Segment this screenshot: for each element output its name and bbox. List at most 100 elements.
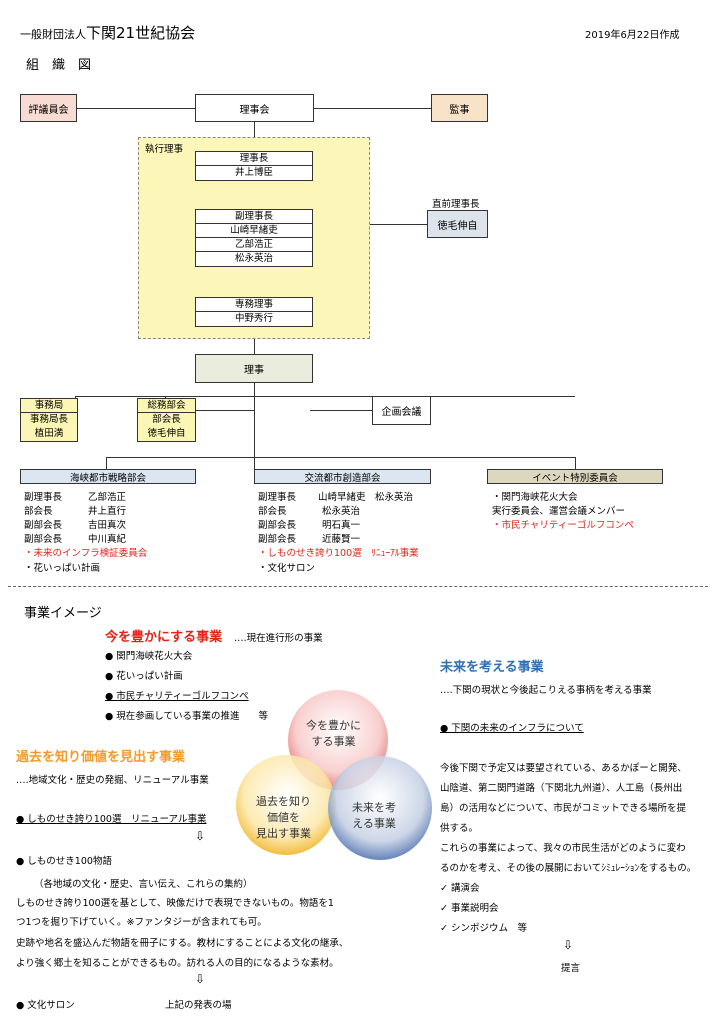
connector-line: [75, 396, 575, 397]
connector-line: [106, 457, 107, 469]
division-note: 実行委員会、運営会議メンバー: [492, 506, 626, 517]
member-name: 近藤賢一: [322, 534, 361, 545]
connector-line: [106, 457, 576, 458]
prior-chair-box: 徳毛伸自: [427, 210, 488, 238]
past-item: ● しものせき誇り100選 リニューアル事業: [16, 814, 207, 825]
connector-line: [254, 383, 255, 469]
connector-line: [196, 410, 254, 411]
connector-line: [314, 108, 431, 109]
member-role: 副部会長: [24, 520, 63, 531]
down-arrow-icon: ⇩: [195, 829, 206, 843]
now-item: ● 市民チャリティーゴルフコンペ: [105, 691, 249, 702]
future-check: ✓ 事業説明会: [440, 903, 499, 914]
down-arrow-icon: ⇩: [563, 938, 574, 952]
connector-line: [75, 396, 76, 398]
connector-line: [370, 224, 427, 225]
future-subtitle: ‥‥下関の現状と今後起こりえる事柄を考える事業: [440, 685, 652, 696]
past-subtitle: ‥‥地域文化・歴史の発掘、リニューアル事業: [16, 775, 209, 786]
member-role: 副部会長: [24, 534, 63, 545]
now-item: ● 現在参画している事業の推進 等: [105, 711, 269, 722]
member-name: 吉田真次: [88, 520, 127, 531]
future-line: 山陰道、第二関門道路（下関北九州道）、人工島（長州出: [440, 783, 683, 794]
vice-chair-box: 副理事長 山崎早緒吏 乙部浩正 松永英治: [195, 209, 313, 267]
secretariat-title: 事務局: [21, 399, 77, 413]
future-line: 今後下関で予定又は要望されている、あるかぽーと開発、: [440, 763, 687, 774]
venn-future-label: 未来を考 える事業: [352, 801, 396, 830]
section-divider: [8, 586, 708, 587]
senmu-name: 中野秀行: [234, 313, 273, 324]
member-role: 副理事長: [24, 492, 63, 503]
future-item: ● 下関の未来のインフラについて: [440, 723, 584, 734]
division-note: ・花いっぱい計画: [24, 563, 101, 574]
council-box: 評議員会: [20, 94, 77, 122]
now-subtitle: ‥‥現在進行形の事業: [234, 633, 323, 644]
general-affairs-name: 徳毛伸自: [147, 428, 186, 439]
past-item: ● しものせき100物語: [16, 856, 112, 867]
past-title: 過去を知り価値を見出す事業: [16, 750, 186, 765]
vice-name: 松永英治: [234, 253, 273, 264]
future-result: 提言: [561, 963, 581, 974]
division-header: 海峡都市戦略部会: [20, 469, 196, 484]
venn-past-label: 過去を知り 価値を 見出す事業: [256, 795, 311, 840]
executive-label: 執行理事: [145, 144, 184, 155]
past-item: ● 文化サロン: [16, 1000, 75, 1011]
board-box: 理事会: [195, 94, 314, 122]
past-item-sub: （各地域の文化・歴史、言い伝え、これらの集約）: [34, 879, 253, 890]
past-line: より強く郷土を知ることができるもの。訪れる人の目的になるような素材。: [16, 958, 339, 969]
member-role: 副部会長: [258, 534, 297, 545]
division-header: イベント特別委員会: [487, 469, 663, 484]
member-role: 副理事長: [258, 492, 297, 503]
prior-chair-label: 直前理事長: [432, 199, 480, 210]
member-name: 松永英治: [322, 506, 361, 517]
senmu-title: 専務理事: [196, 298, 312, 312]
future-line: 島）の活用などについて、市民がコミットできる場所を提: [440, 803, 687, 814]
past-item-note: 上記の発表の場: [165, 1000, 232, 1011]
connector-line: [310, 410, 372, 411]
chair-box: 理事長 井上博臣: [195, 151, 313, 181]
venn-diagram: [236, 690, 432, 860]
future-check: ✓ 講演会: [440, 883, 480, 894]
vice-name: 乙部浩正: [196, 238, 312, 252]
secretariat-role: 事務局長: [29, 414, 68, 425]
venn-future-circle: [328, 756, 432, 860]
org-name: 下関21世紀協会: [86, 24, 196, 42]
secretariat-box: 事務局 事務局長 植田満: [20, 398, 78, 442]
business-image-heading: 事業イメージ: [24, 606, 102, 621]
vice-title: 副理事長: [196, 210, 312, 224]
member-role: 副部会長: [258, 520, 297, 531]
creation-date: 2019年6月22日作成: [585, 30, 680, 41]
connector-line: [165, 396, 166, 398]
general-affairs-role: 部会長: [152, 414, 181, 425]
venn-now-label: 今を豊かに する事業: [306, 719, 361, 748]
now-item: ● 関門海峡花火大会: [105, 651, 193, 662]
member-name: 中川真紀: [88, 534, 127, 545]
planning-meeting-box: 企画会議: [372, 396, 431, 425]
chart-title: 組 織 図: [26, 58, 92, 73]
division-note: ・文化サロン: [258, 563, 316, 574]
member-role: 部会長: [24, 506, 53, 517]
org-prefix: 一般財団法人: [20, 28, 86, 41]
member-name: 明石真一: [322, 520, 361, 531]
past-line: しものせき誇り100選を基として、映像だけで表現できないもの。物語を1: [16, 898, 334, 909]
directors-box: 理事: [195, 354, 313, 383]
vice-name: 山崎早緒吏: [196, 224, 312, 238]
future-line: 供する。: [440, 823, 479, 834]
connector-line: [575, 457, 576, 469]
senmu-box: 専務理事 中野秀行: [195, 297, 313, 327]
past-line: つ1つを掘り下げていく。※ファンタジーが含まれても可。: [16, 917, 267, 928]
org-name-line: 一般財団法人下関21世紀協会: [20, 22, 195, 43]
venn-past-circle: [236, 755, 336, 855]
future-title: 未来を考える事業: [440, 660, 544, 675]
now-item: ● 花いっぱい計画: [105, 671, 183, 682]
down-arrow-icon: ⇩: [195, 972, 206, 986]
now-title: 今を豊かにする事業: [105, 630, 223, 645]
chair-name: 井上博臣: [234, 167, 273, 178]
future-line: るのかを考え、その後の展開においてｼﾐｭﾚｰｼｮﾝをするもの。: [440, 863, 697, 874]
secretariat-name: 植田満: [34, 428, 64, 439]
member-name: 井上直行: [88, 506, 127, 517]
connector-line: [77, 108, 195, 109]
division-header: 交流都市創造部会: [254, 469, 431, 484]
member-name: 山崎早緒吏 松永英治: [318, 492, 414, 503]
division-note: ・しものせき誇り100選 ﾘﾆｭｰｱﾙ事業: [258, 548, 419, 559]
past-line: 史跡や地名を盛込んだ物語を冊子にする。教材にすることによる文化の継承、: [16, 938, 349, 949]
